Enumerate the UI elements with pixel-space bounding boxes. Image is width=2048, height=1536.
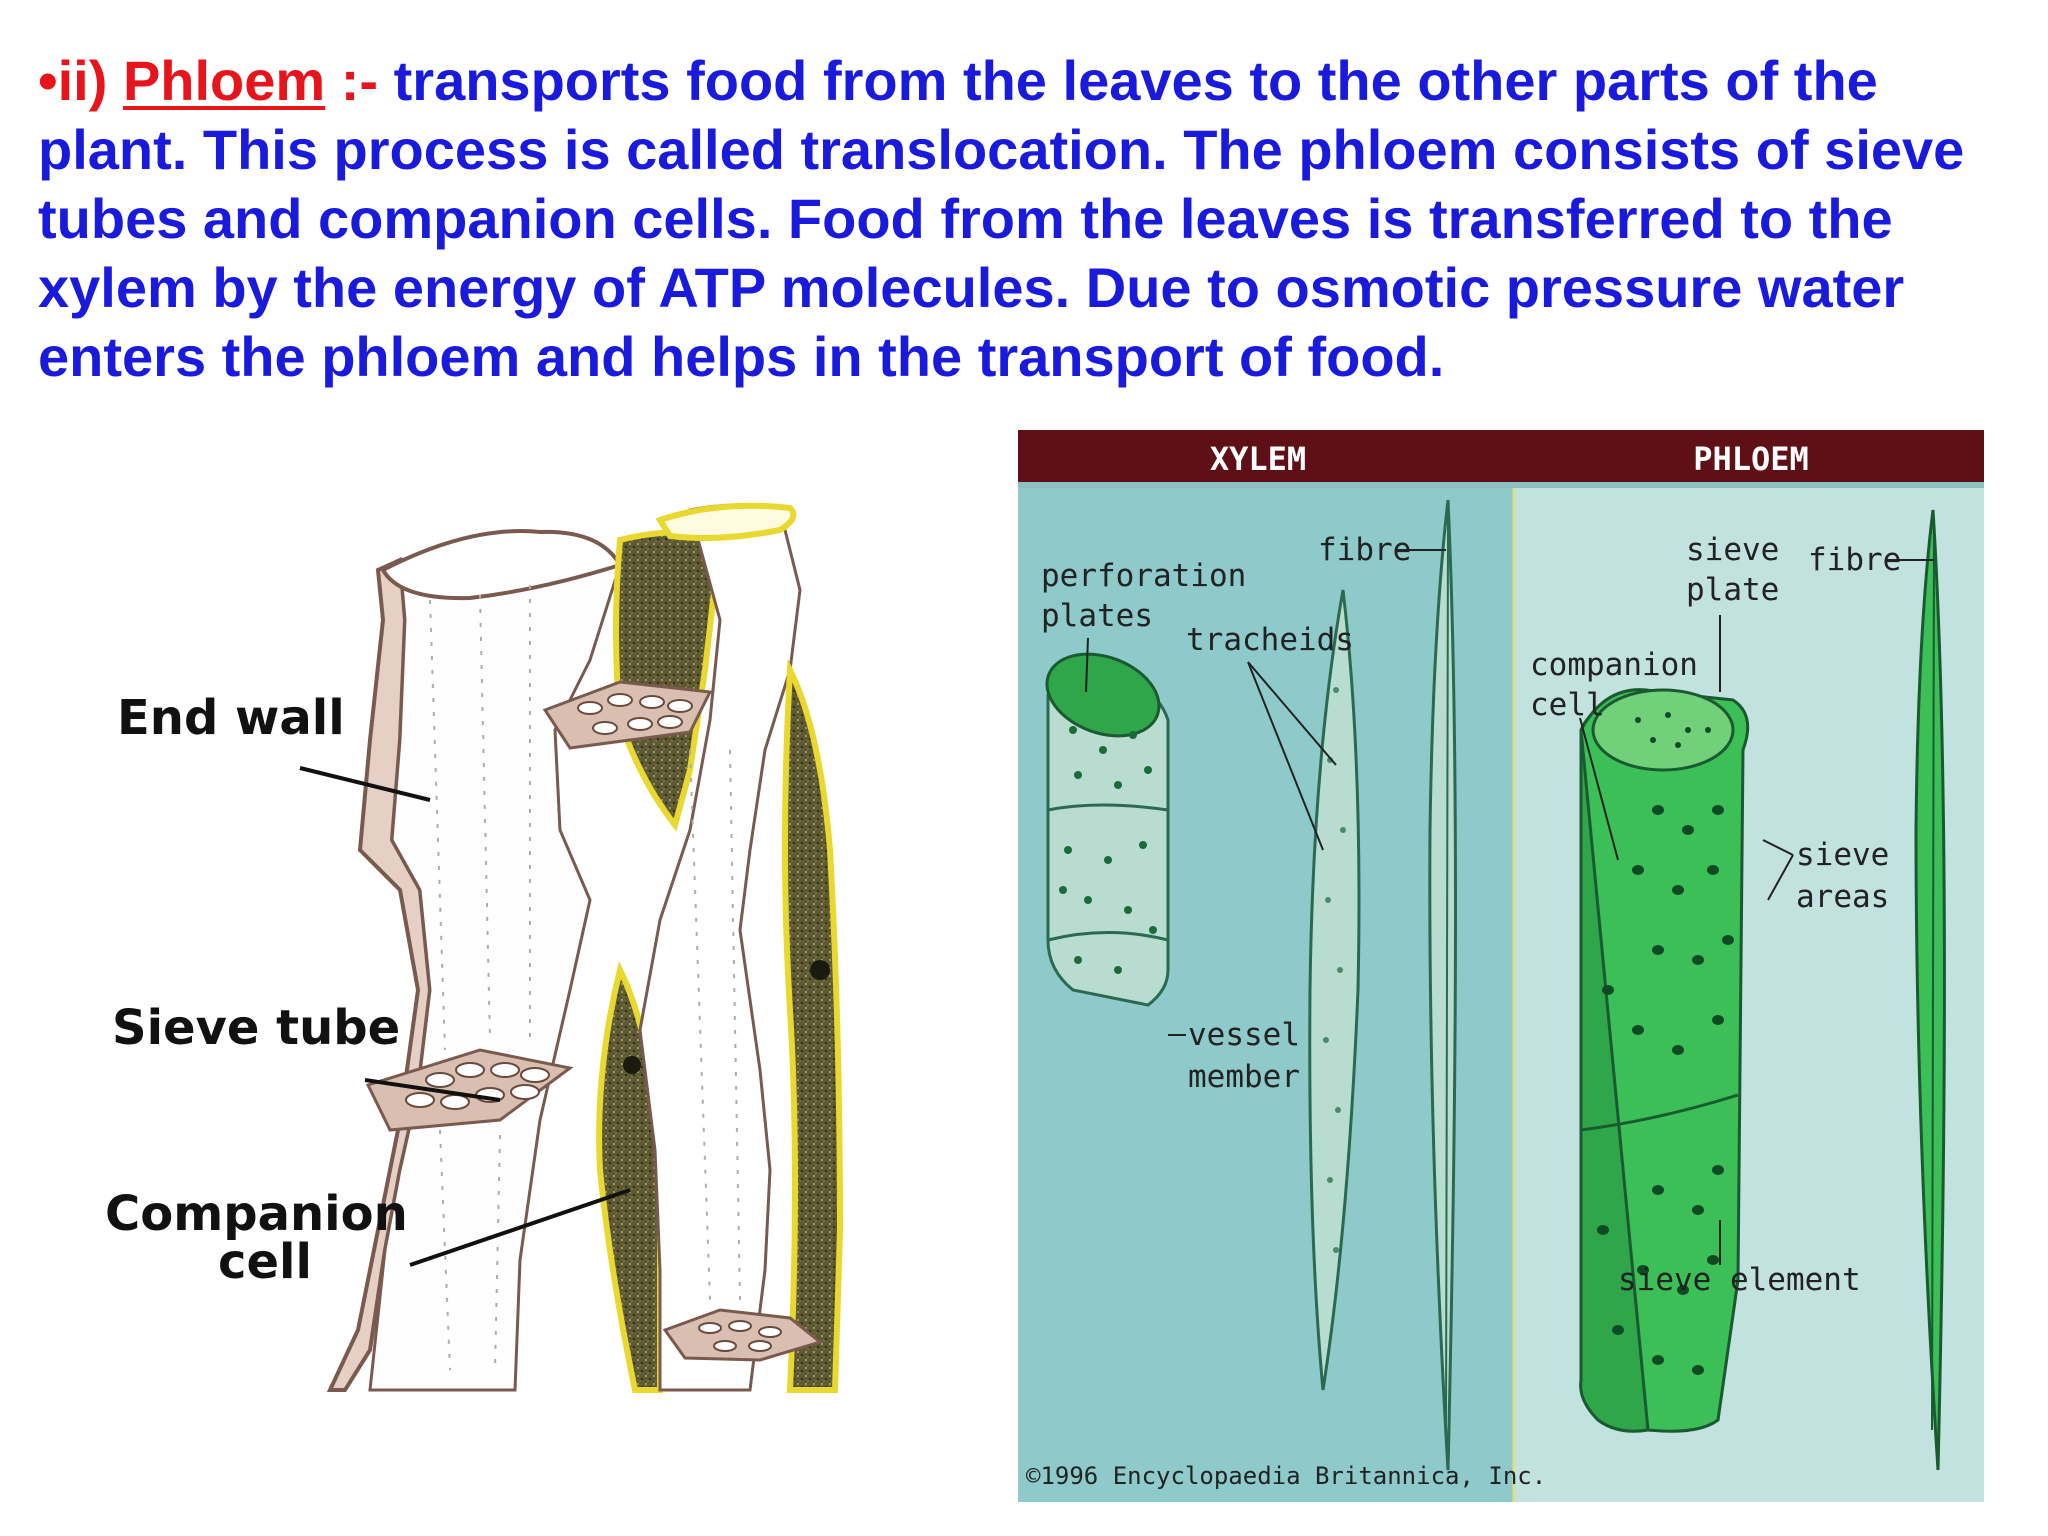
pointer-companion	[409, 1188, 631, 1267]
label-vessel-2: member	[1188, 1059, 1300, 1095]
pointer-sieve-tube	[364, 1078, 501, 1102]
phloem-paragraph: •ii) Phloem :- transports food from the …	[38, 46, 2028, 391]
header-xylem: XYLEM	[1210, 440, 1306, 478]
label-sieve-plate-1: sieve	[1686, 532, 1779, 568]
cytoplasm-strands	[429, 585, 741, 1371]
end-wall-lower	[662, 1308, 824, 1362]
label-phloem-fibre: fibre	[1808, 542, 1901, 578]
header-phloem: PHLOEM	[1693, 440, 1809, 478]
label-sieve-plate-2: plate	[1686, 572, 1779, 608]
label-companion-1: Companion	[105, 1186, 408, 1242]
label-xylem-fibre: fibre	[1318, 532, 1411, 568]
label-end-wall: End wall	[117, 690, 345, 746]
sieve-element	[1579, 688, 1750, 1433]
list-number: ii)	[57, 49, 108, 112]
label-perforation-1: perforation	[1041, 558, 1246, 594]
label-perforation-2: plates	[1041, 598, 1153, 634]
vessel-member	[1045, 652, 1170, 1007]
phloem-fibre	[1914, 509, 1946, 1471]
xylem-fibre	[1428, 499, 1457, 1471]
label-sieve-areas-1: sieve	[1796, 837, 1889, 873]
label-tracheids: tracheids	[1186, 622, 1354, 658]
header-bar	[1018, 430, 1984, 488]
bullet: •	[38, 49, 58, 112]
sieve-tube-diagram: End wall Sieve tube Companion cell	[105, 502, 844, 1393]
xylem-phloem-diagram: XYLEM PHLOEM perforation plates fibre tr…	[1018, 430, 1984, 1502]
copyright: ©1996 Encyclopaedia Britannica, Inc.	[1026, 1462, 1546, 1490]
label-sieve-areas-2: areas	[1796, 879, 1889, 915]
label-vessel-1: vessel	[1188, 1017, 1300, 1053]
label-sieve-tube: Sieve tube	[112, 1000, 400, 1056]
pointer-end-wall	[299, 766, 431, 802]
paragraph-body: transports food from the leaves to the o…	[38, 49, 1965, 388]
term-phloem: Phloem	[122, 49, 326, 112]
label-companion-1: companion	[1530, 647, 1698, 683]
end-wall-middle	[542, 680, 713, 750]
end-wall-upper	[365, 1048, 574, 1132]
nucleus-left	[623, 1056, 641, 1074]
label-sieve-element: sieve element	[1618, 1262, 1861, 1298]
companion-cell-right	[782, 658, 844, 1393]
tracheid-pits	[1323, 687, 1346, 1253]
separator: :-	[340, 49, 379, 112]
tracheid	[1308, 589, 1361, 1391]
left-tube-body	[368, 533, 622, 1392]
label-companion-2: cell	[218, 1234, 312, 1290]
right-tube-top	[655, 502, 797, 541]
nucleus-right	[810, 960, 830, 980]
label-companion-2: cell	[1530, 687, 1605, 723]
